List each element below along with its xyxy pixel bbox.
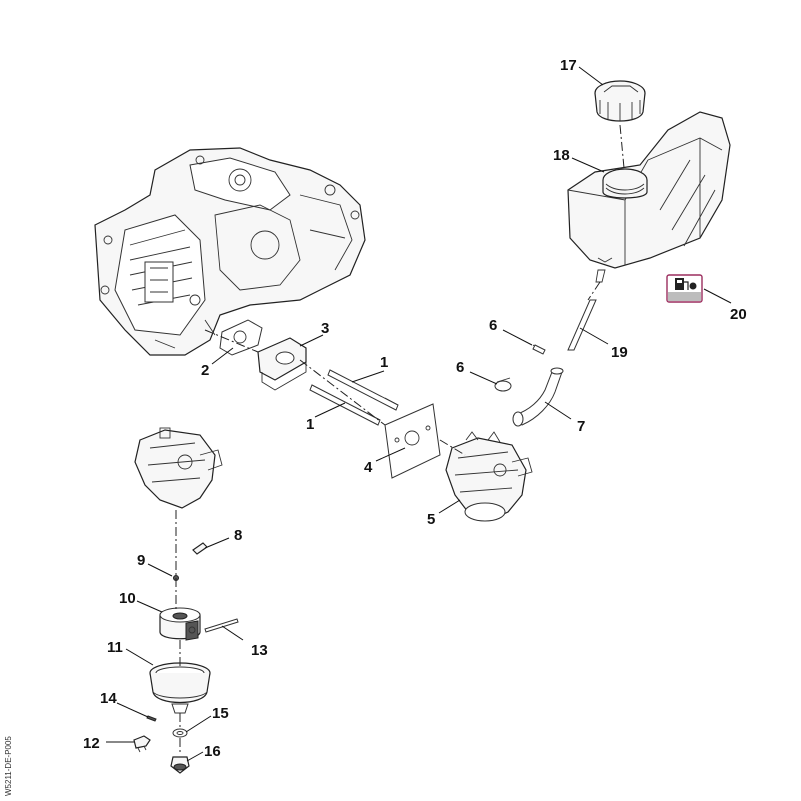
float-bowl-11: [149, 662, 211, 714]
callout-17: 17: [560, 57, 577, 74]
float-pin-13: [204, 618, 239, 633]
callout-16: 16: [204, 743, 221, 760]
callout-2: 2: [201, 362, 209, 379]
carburetor-5: [445, 431, 533, 522]
filler-neck-18: [602, 168, 648, 199]
callout-1b: 1: [306, 416, 314, 433]
engine-block: [94, 147, 366, 356]
figure-id-label: W5211-DE-P005: [4, 736, 13, 796]
washer-15: [172, 728, 188, 738]
callout-9: 9: [137, 552, 145, 569]
callout-6b: 6: [456, 359, 464, 376]
clamp-6b: [494, 377, 512, 392]
callout-4: 4: [364, 459, 373, 476]
callout-labels: 1 1 2 3 4 5 6 6 7 8 9 10 11 12 13 14 15 …: [83, 57, 747, 760]
callout-13: 13: [251, 642, 268, 659]
fuel-cap-17: [594, 80, 646, 122]
figure-id-text: W5211-DE-P005: [4, 736, 13, 796]
gasket-2: [219, 319, 263, 356]
callout-20: 20: [730, 306, 747, 323]
callout-14: 14: [100, 690, 117, 707]
callout-1a: 1: [380, 354, 388, 371]
callout-19: 19: [611, 344, 628, 361]
callout-15: 15: [212, 705, 229, 722]
pin-14: [146, 715, 157, 722]
callout-5: 5: [427, 511, 435, 528]
carburetor-reference: [134, 427, 223, 509]
callout-8: 8: [234, 527, 242, 544]
drain-screw-16: [170, 756, 190, 774]
fuel-line-19: [567, 269, 606, 351]
callout-11: 11: [107, 639, 123, 656]
clamp-6a: [532, 344, 546, 355]
callout-10: 10: [119, 590, 136, 607]
studs-1: [309, 369, 399, 426]
fuel-tank: [567, 111, 731, 269]
leader-lines: [106, 66, 732, 762]
callout-6a: 6: [489, 317, 497, 334]
float-10: [159, 607, 201, 641]
fuel-pump-icon: [675, 278, 697, 290]
fuel-label-20: [666, 274, 703, 303]
main-jet-8: [192, 542, 208, 555]
callout-18: 18: [553, 147, 570, 164]
fuel-hose-7: [512, 367, 564, 427]
spacer-3: [257, 337, 307, 391]
callout-12: 12: [83, 735, 100, 752]
gasket-4: [384, 403, 441, 479]
screw-12: [133, 735, 151, 753]
callout-3: 3: [321, 320, 329, 337]
callout-7: 7: [577, 418, 585, 435]
assembly-axes: [175, 124, 625, 755]
